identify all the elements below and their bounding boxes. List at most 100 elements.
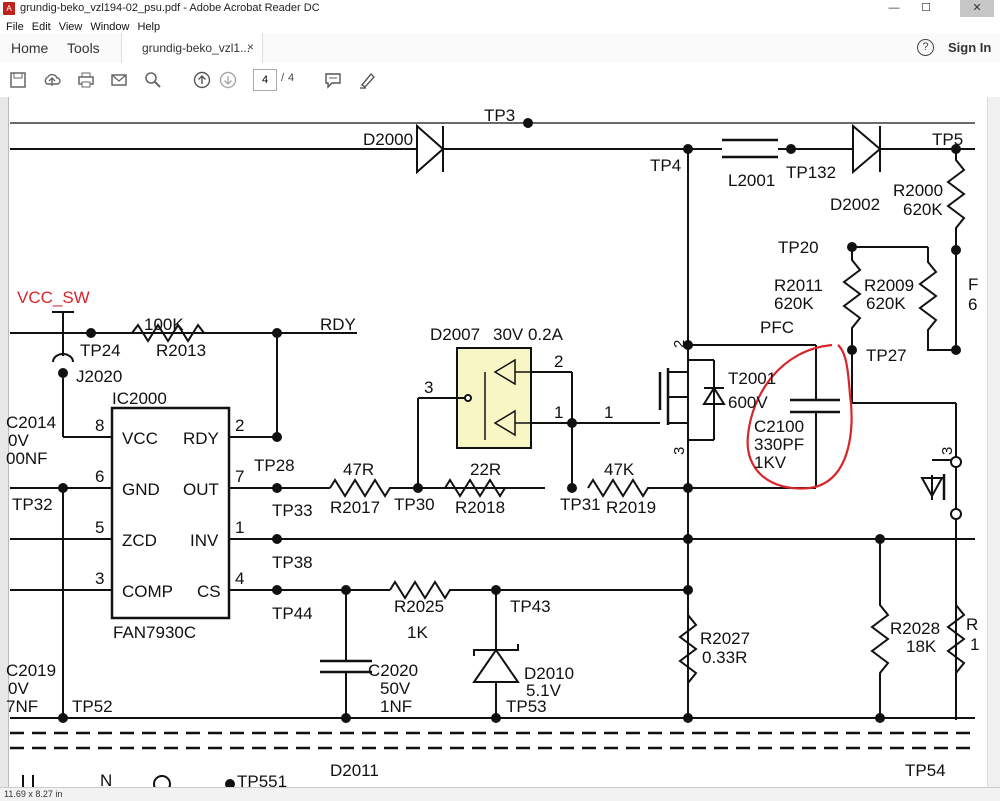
close-tab-icon[interactable]: × — [246, 40, 254, 54]
save-icon[interactable] — [9, 71, 27, 89]
label-tp28: TP28 — [254, 456, 295, 475]
label-c2100-value: 330PF — [754, 435, 804, 454]
label-vcc-sw: VCC_SW — [17, 288, 90, 307]
left-panel-gutter[interactable] — [0, 97, 9, 787]
label-d2000: D2000 — [363, 130, 413, 149]
status-bar: 11.69 x 8.27 in — [0, 787, 1000, 801]
label-ic2000: IC2000 — [112, 389, 167, 408]
label-tp24: TP24 — [80, 341, 121, 360]
menu-bar: File Edit View Window Help — [0, 17, 1000, 34]
label-mosfet-pin3: 3 — [671, 447, 688, 455]
email-icon[interactable] — [110, 71, 128, 89]
label-c2020-v: 50V — [380, 679, 411, 698]
label-r2019: R2019 — [606, 498, 656, 517]
label-c2019: C2019 — [6, 661, 56, 680]
label-d2010-value: 5.1V — [526, 681, 562, 700]
tab-home[interactable]: Home — [11, 40, 49, 56]
label-r2000: R2000 — [893, 181, 943, 200]
label-c2020-value: 1NF — [380, 697, 412, 716]
label-pin6: 6 — [95, 467, 104, 486]
label-mosfet-pin2: 2 — [671, 340, 688, 348]
page-size-label: 11.69 x 8.27 in — [4, 789, 63, 799]
label-rf6: 6 — [968, 295, 977, 314]
menu-file[interactable]: File — [6, 21, 24, 33]
sign-in-link[interactable]: Sign In — [948, 40, 992, 55]
label-tp52: TP52 — [72, 697, 113, 716]
label-r2017: R2017 — [330, 498, 380, 517]
nav-bar: Home Tools grundig-beko_vzl1... × ? Sign… — [0, 33, 1000, 64]
label-pin-1b: 1 — [604, 403, 613, 422]
close-button[interactable]: ✕ — [960, 0, 994, 17]
label-c2014-value: 00NF — [6, 449, 48, 468]
label-pin7: 7 — [235, 467, 244, 486]
menu-help[interactable]: Help — [137, 21, 161, 33]
label-l2001: L2001 — [728, 171, 775, 190]
label-j2020: J2020 — [76, 367, 122, 386]
label-pin8: 8 — [95, 416, 104, 435]
label-r2011: R2011 — [774, 276, 823, 295]
label-r2011-value: 620K — [774, 294, 814, 313]
label-pin-3: 3 — [424, 378, 433, 397]
label-c2100-voltage: 1KV — [754, 453, 787, 472]
label-comp: COMP — [122, 582, 173, 601]
label-t2001-value: 600V — [728, 393, 768, 412]
label-d2011: D2011 — [330, 761, 379, 780]
document-tab-label: grundig-beko_vzl1... — [142, 41, 251, 55]
label-r2009: R2009 — [864, 276, 914, 295]
label-vcc: VCC — [122, 429, 158, 448]
menu-window[interactable]: Window — [90, 21, 130, 33]
label-r2027-value: 0.33R — [702, 648, 747, 667]
label-pin-2: 2 — [554, 352, 563, 371]
label-47r: 47R — [343, 460, 374, 479]
label-pin3-ic: 3 — [95, 569, 104, 588]
label-tp20: TP20 — [778, 238, 819, 257]
label-right-pin3: 3 — [939, 447, 956, 455]
toolbar: 4 / 4 — [0, 63, 1000, 98]
label-n: N — [100, 771, 112, 787]
next-page-icon[interactable] — [219, 71, 237, 89]
label-tp132: TP132 — [786, 163, 836, 182]
document-tab[interactable]: grundig-beko_vzl1... × — [121, 33, 263, 63]
label-tp44: TP44 — [272, 604, 313, 623]
label-gnd: GND — [122, 480, 160, 499]
label-tp4: TP4 — [650, 156, 681, 175]
previous-page-icon[interactable] — [193, 71, 211, 89]
menu-view[interactable]: View — [58, 21, 83, 33]
label-rdy: RDY — [320, 315, 356, 334]
label-c2014-v: 0V — [8, 431, 29, 450]
menu-edit[interactable]: Edit — [31, 21, 51, 33]
window-titlebar: A grundig-beko_vzl194-02_psu.pdf - Adobe… — [0, 0, 1000, 18]
label-fan7930c: FAN7930C — [113, 623, 196, 642]
minimize-button[interactable]: — — [888, 2, 900, 14]
search-icon[interactable] — [144, 71, 162, 89]
highlight-pen-icon[interactable] — [358, 71, 376, 89]
label-pfc: PFC — [760, 318, 794, 337]
help-icon[interactable]: ? — [917, 39, 934, 56]
vertical-scrollbar[interactable] — [987, 97, 1000, 787]
tab-tools[interactable]: Tools — [67, 40, 100, 56]
label-d2007-value: 30V 0.2A — [493, 325, 564, 344]
page-number-input[interactable]: 4 — [253, 69, 277, 91]
label-tp43: TP43 — [510, 597, 551, 616]
label-out: OUT — [183, 480, 219, 499]
schematic-diagram: TP3 D2000 TP4 L2001 TP132 D2002 TP5 R200… — [6, 106, 979, 787]
label-r2028: R2028 — [890, 619, 940, 638]
label-tp551: TP551 — [237, 772, 287, 787]
cloud-upload-icon[interactable] — [43, 71, 61, 89]
label-tp5: TP5 — [932, 130, 963, 149]
label-tp33: TP33 — [272, 501, 313, 520]
comment-icon[interactable] — [324, 71, 342, 89]
label-r2009-value: 620K — [866, 294, 906, 313]
label-r2000-value: 620K — [903, 200, 943, 219]
label-pin5: 5 — [95, 518, 104, 537]
label-rr: R — [966, 615, 978, 634]
print-icon[interactable] — [77, 71, 95, 89]
page-separator: / — [281, 72, 285, 84]
label-tp54: TP54 — [905, 761, 946, 780]
label-r2018: R2018 — [455, 498, 505, 517]
label-r2013: R2013 — [156, 341, 206, 360]
label-r2025: R2025 — [394, 597, 444, 616]
label-100k: 100K — [144, 315, 184, 334]
document-canvas[interactable]: TP3 D2000 TP4 L2001 TP132 D2002 TP5 R200… — [0, 97, 1000, 787]
maximize-button[interactable]: ☐ — [921, 2, 931, 14]
